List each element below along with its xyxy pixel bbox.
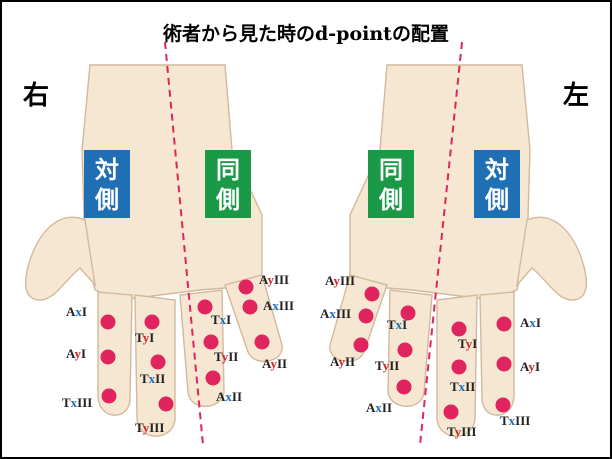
d-point-left-txiii [495,397,511,413]
d-point-label-right-txii: TxII [140,371,165,386]
box-char-2: 側 [378,186,403,214]
d-point-label-right-txiii: TxIII [62,395,92,410]
d-point-label-left-axi: AxI [520,315,541,330]
d-point-right-txiii [101,388,117,404]
d-point-left-tyii [397,342,413,358]
d-point-left-ayiii [364,286,380,302]
left-side-label: 左 [563,81,589,111]
left-index-finger [479,291,515,416]
d-point-left-axi [496,316,512,332]
d-point-label-right-ayi: AyI [66,346,86,361]
d-point-labels: AxI AyI TxIII TyI TxII TyIII TxI TyII AxII AyIII A… [62,272,541,439]
box-char-1: 同 [216,156,240,184]
d-point-label-left-tyiii: TyIII [447,424,476,439]
d-point-label-left-tyii: TyII [375,358,399,373]
d-point-right-axii [205,370,221,386]
d-point-right-tyii [203,334,219,350]
box-background [368,150,414,218]
d-point-right-ayi [100,349,116,365]
left-thumb [515,216,588,301]
d-point-left-txi [400,305,416,321]
d-point-right-axi [100,314,116,330]
box-char-2: 側 [215,186,240,214]
right-thumb [24,216,97,301]
d-point-right-tyiii [158,396,174,412]
box-background [205,150,251,218]
d-point-label-right-ayiii: AyIII [259,272,289,287]
d-point-label-left-txi: TxI [387,317,407,332]
box-char-1: 同 [379,156,403,184]
right-side-label: 右 [23,81,49,111]
d-point-label-left-ayi: AyI [520,359,540,374]
box-background [84,150,130,218]
right-ipsilateral-box: 同 側 [205,150,251,218]
d-point-label-left-txii: TxII [450,379,475,394]
d-point-label-right-txi: TxI [211,312,231,327]
d-point-left-ayi [496,356,512,372]
d-point-left-tyi [451,321,467,337]
box-background [474,150,520,218]
d-point-left-ayii [353,337,369,353]
d-point-right-tyi [144,314,160,330]
d-point-right-ayii [254,334,270,350]
box-char-2: 側 [484,186,509,214]
right-contralateral-box: 対 側 [84,150,130,218]
left-palm [349,64,531,301]
d-point-right-axiii [242,299,258,315]
box-char-2: 側 [94,186,119,214]
d-point-label-right-axiii: AxIII [263,298,294,313]
d-point-dots [100,279,512,420]
left-hand-divider-line [419,41,463,446]
d-point-left-axiii [358,308,374,324]
d-point-label-left-axii: AxII [366,400,392,415]
left-contralateral-box: 対 側 [474,150,520,218]
d-point-label-left-ayii: AyII [330,354,355,369]
d-point-right-txi [197,299,213,315]
d-point-label-right-tyi: TyI [135,330,154,345]
d-point-left-txii [451,359,467,375]
d-point-label-left-ayiii: AyIII [325,273,355,288]
d-point-label-right-ayii: AyII [262,356,287,371]
diagram-title: 術者から見た時のd-pointの配置 [162,22,449,45]
d-point-label-right-tyii: TyII [214,349,238,364]
left-ipsilateral-box: 同 側 [368,150,414,218]
d-point-label-left-tyi: TyI [458,336,477,351]
right-hand-divider-line [164,41,204,446]
d-point-label-right-axi: AxI [66,304,87,319]
box-char-1: 対 [95,156,119,184]
d-point-right-txii [150,354,166,370]
d-point-right-ayiii [238,279,254,295]
d-point-label-left-txiii: TxIII [500,413,530,428]
box-char-1: 対 [485,156,509,184]
d-point-left-tyiii [443,404,459,420]
d-point-left-axii [396,379,412,395]
d-point-label-right-tyiii: TyIII [135,420,164,435]
d-point-label-left-axiii: AxIII [320,306,351,321]
d-point-label-right-axii: AxII [216,389,242,404]
